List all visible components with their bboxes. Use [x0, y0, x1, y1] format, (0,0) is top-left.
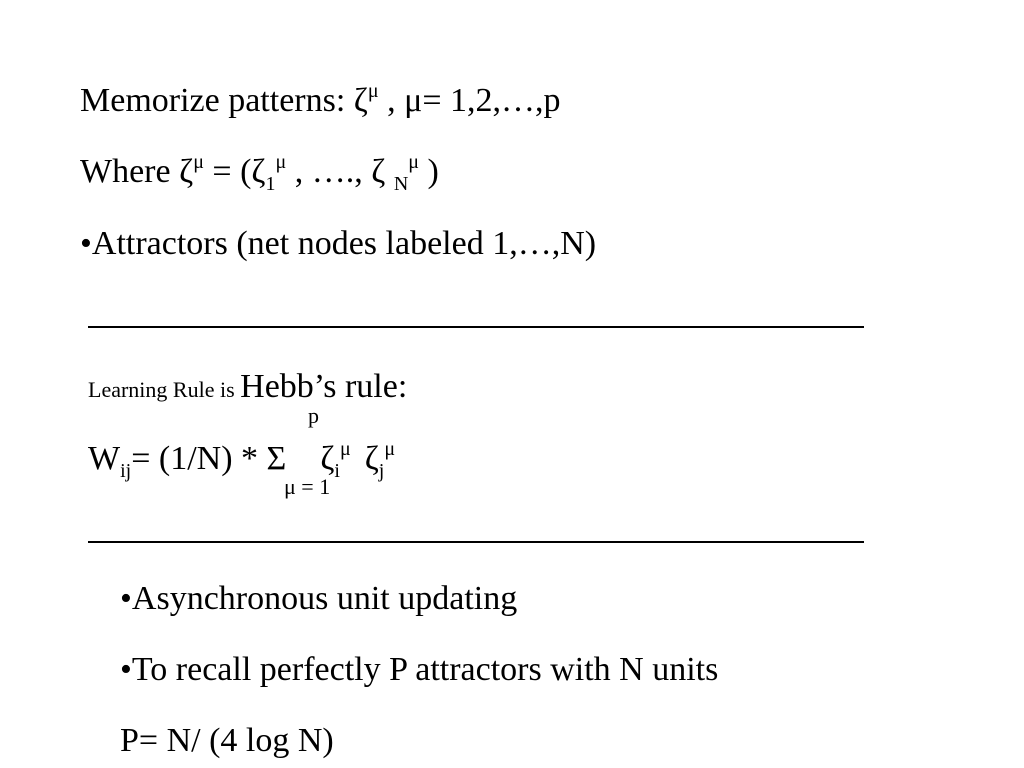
mu-superscript: μ: [384, 438, 396, 460]
i-subscript: i: [334, 460, 340, 482]
mu-superscript: μ: [193, 151, 204, 173]
where-text: Where: [80, 153, 180, 190]
equals-text: = (: [203, 153, 252, 190]
zeta-symbol: ζ: [364, 440, 379, 477]
formula-body: = (1/N) * Σ: [131, 440, 287, 477]
where-definition-line: Where ζμ = (ζ1μ , …., ζ Nμ ): [80, 152, 439, 194]
divider-line: [88, 541, 864, 543]
mu-superscript: μ: [275, 151, 287, 173]
learning-rule-line: Learning Rule is Hebb’s rule:: [88, 370, 407, 404]
sigma-lower-limit: μ = 1: [284, 474, 331, 499]
close-paren-text: ): [419, 153, 439, 190]
mu-superscript: μ: [367, 80, 379, 102]
mu-range-text: , μ= 1,2,…,p: [378, 82, 561, 119]
index-subscript: 1: [265, 173, 276, 195]
j-subscript: j: [378, 460, 385, 482]
index-subscript: N: [393, 173, 409, 195]
zeta-symbol: ζ: [353, 82, 368, 119]
zeta-symbol: ζ: [179, 153, 194, 190]
capacity-formula: P= N/ (4 log N): [120, 722, 334, 759]
zeta-symbol: ζ: [320, 440, 335, 477]
recall-bullet: •To recall perfectly P attractors with N…: [120, 651, 719, 688]
sigma-upper-limit: p: [308, 403, 319, 428]
asynchronous-bullet: •Asynchronous unit updating: [120, 580, 518, 617]
ellipsis-text: , ….,: [286, 153, 372, 190]
hebbs-rule-label: Hebb’s rule:: [240, 368, 408, 405]
divider-line: [88, 326, 864, 328]
memorize-text: Memorize patterns:: [80, 82, 354, 119]
zeta-symbol: ζ: [371, 153, 394, 190]
mu-superscript: μ: [408, 151, 419, 173]
zeta-symbol: ζ: [251, 153, 266, 190]
weight-subscript: ij: [120, 460, 132, 482]
learning-rule-label: Learning Rule is: [88, 377, 241, 402]
attractors-bullet: •Attractors (net nodes labeled 1,…,N): [80, 225, 597, 262]
mu-superscript: μ: [339, 438, 351, 460]
weight-symbol: W: [88, 440, 121, 477]
memorize-patterns-line: Memorize patterns: ζμ , μ= 1,2,…,p: [80, 81, 561, 119]
